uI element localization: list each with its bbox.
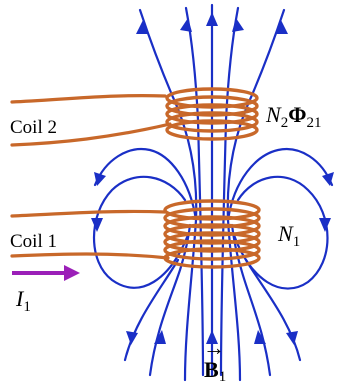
b1-label: B1 (204, 357, 226, 385)
coil-1-turn-5 (163, 231, 261, 253)
arrowhead-lower-right (254, 330, 266, 344)
coil-2-lead-upper (10, 94, 167, 104)
b-subscript: 1 (219, 369, 227, 385)
field-line-center-right (219, 6, 240, 377)
field-line-outer-right (244, 258, 302, 362)
arrowhead-loop-left (91, 218, 103, 232)
current-arrow-head (64, 265, 80, 281)
coil-1-turn-4 (163, 223, 261, 245)
field-line-mid-left (138, 8, 198, 382)
arrowhead-right-top (232, 18, 244, 32)
coil-2-label: Coil 2 (10, 117, 57, 138)
field-line-loop-right (232, 175, 329, 290)
coil-2-lead-lower (10, 122, 172, 147)
current-arrow (12, 265, 80, 281)
n1-label: N1 (277, 221, 300, 250)
arrowhead-outer-left (126, 331, 138, 345)
coil-1-turn-3 (163, 215, 261, 237)
field-line-center-left (184, 6, 205, 377)
n2-symbol: N (265, 102, 282, 127)
coil-2-turn-5 (165, 119, 259, 141)
n2-phi21-label: N2Φ21 (265, 102, 321, 131)
field-lines (93, 3, 334, 382)
field-line-loop-left (93, 175, 190, 289)
coil-1-lead-upper (10, 209, 167, 218)
arrowhead-top-arc-right (322, 172, 334, 186)
coil-2-turn-4 (165, 111, 259, 133)
coil-1 (10, 199, 261, 269)
field-line-top-arc-right (226, 147, 334, 222)
n1-symbol: N (277, 221, 294, 246)
current-subscript: 1 (23, 299, 31, 315)
coil-1-turn-7 (163, 247, 261, 269)
arrowhead-top-arc-left (94, 172, 106, 186)
coil-2 (10, 87, 259, 147)
arrowhead-center-bottom (206, 330, 218, 344)
vector-arrow-symbol: → (203, 335, 225, 360)
coil-2-turn-3 (165, 103, 259, 125)
coil-1-label: Coil 1 (10, 231, 57, 252)
current-symbol: I (15, 286, 25, 311)
arrowhead-outer-right (286, 331, 298, 345)
field-line-outer-left (123, 258, 180, 362)
phi-symbol: Φ (288, 102, 306, 127)
b-symbol: B (204, 357, 219, 382)
coil-2-turn-2 (165, 95, 259, 117)
arrowhead-midright-top (276, 20, 288, 34)
current-label: I1 (15, 286, 31, 315)
field-line-top-arc-left (93, 147, 198, 222)
arrowhead-midleft-top (136, 20, 148, 34)
arrowhead-lower-left (154, 330, 166, 344)
phi-subscript: 21 (306, 115, 321, 131)
arrowhead-left-top (180, 18, 192, 32)
field-b1-label: → B1 (203, 335, 226, 385)
field-line-mid-right (226, 8, 286, 382)
arrowhead-loop-right (319, 218, 331, 232)
coil-2-turn-1 (165, 87, 259, 109)
coil-1-lead-lower (10, 252, 170, 260)
coil-1-turn-1 (163, 199, 261, 221)
arrowhead-center-top (206, 12, 218, 26)
n2-subscript: 2 (281, 115, 289, 131)
n1-subscript: 1 (293, 234, 301, 250)
field-arrowheads (91, 12, 334, 345)
coil-1-turn-2 (163, 207, 261, 229)
coil-1-turn-6 (163, 239, 261, 261)
